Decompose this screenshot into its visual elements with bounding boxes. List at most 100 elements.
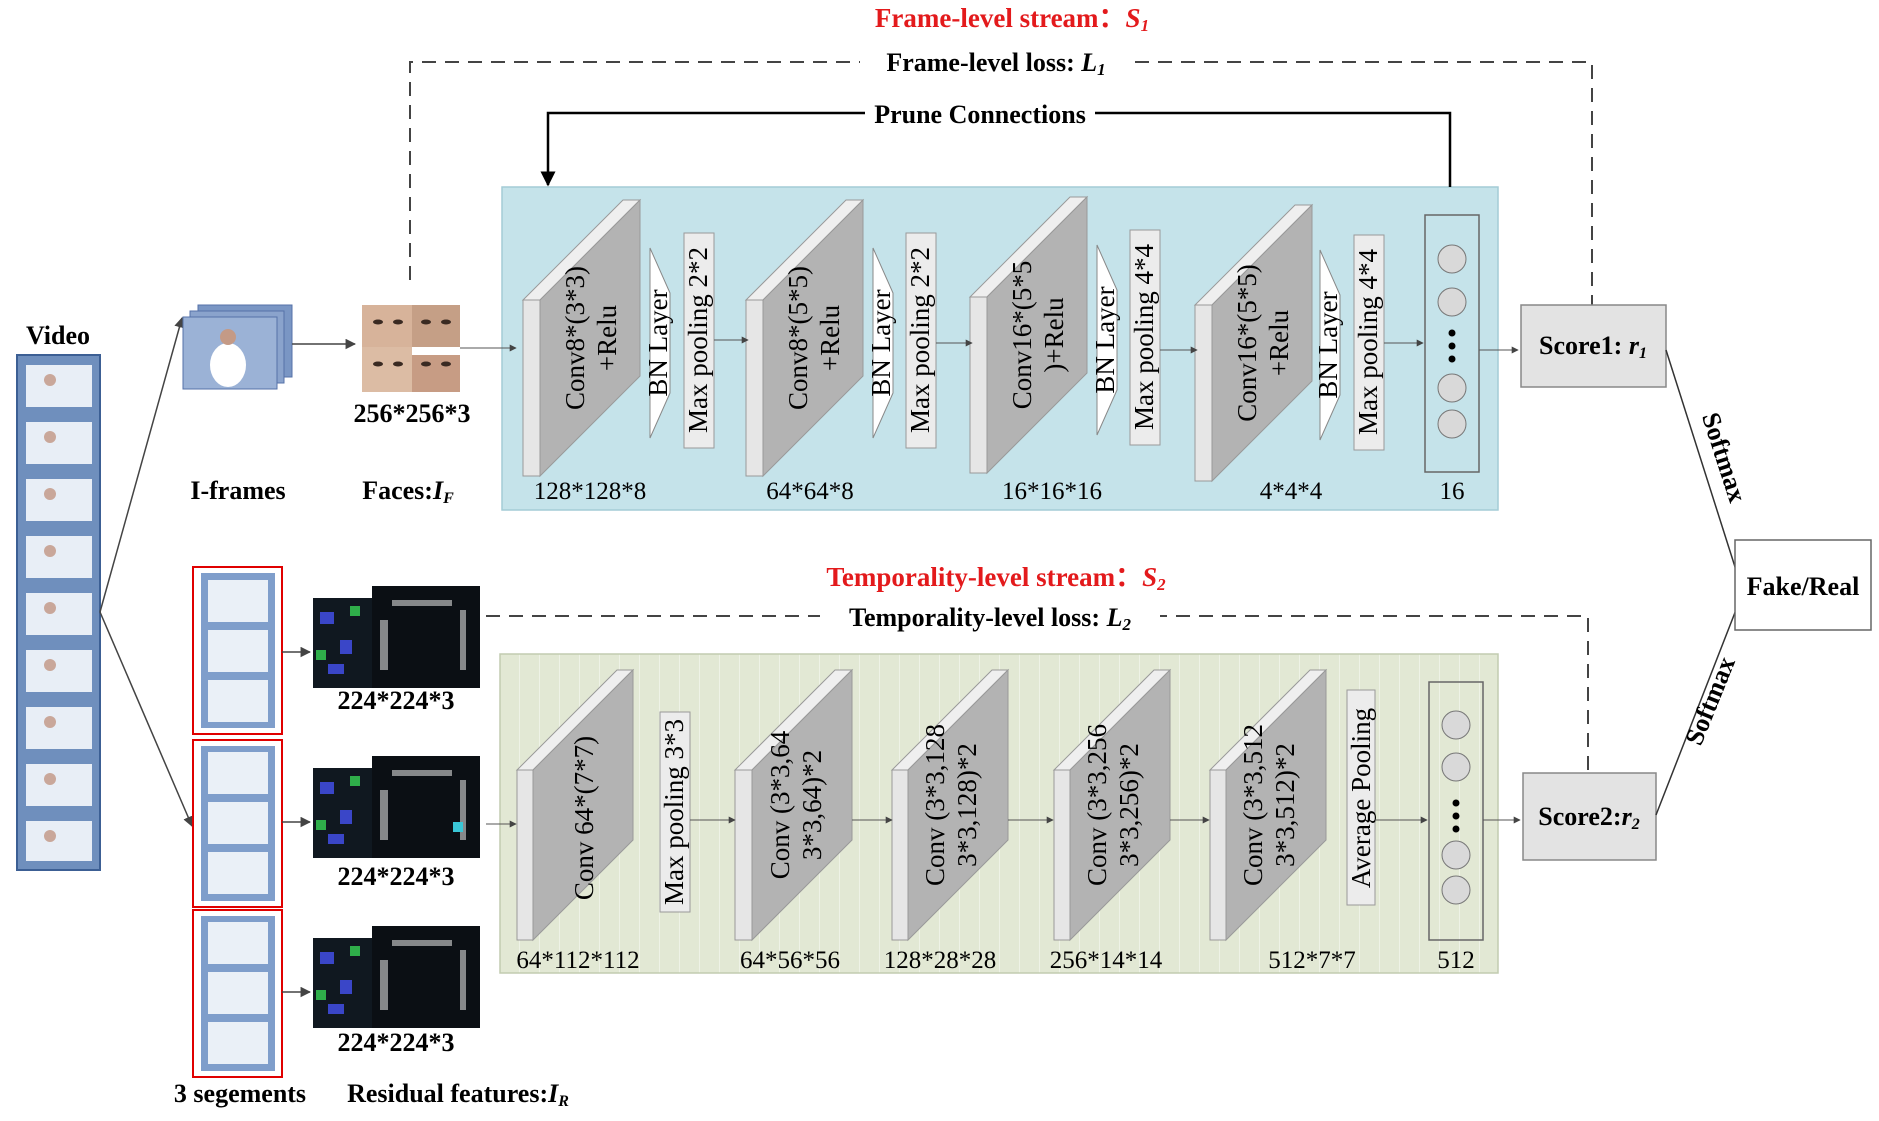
temporal-conv-1-label: Conv 64*(7*7) bbox=[569, 736, 599, 900]
frame-neuron-4 bbox=[1437, 409, 1467, 439]
temporal-res-2-dim: 128*28*28 bbox=[884, 947, 997, 974]
frame-pool-2-label: Max pooling 2*2 bbox=[905, 247, 935, 433]
temporal-avgpool bbox=[1346, 689, 1376, 906]
segment-1 bbox=[192, 566, 283, 735]
residual-image-3 bbox=[313, 926, 480, 1028]
segment-2 bbox=[192, 739, 283, 908]
frame-dim-3: 16*16*16 bbox=[1002, 478, 1102, 505]
frame-conv-block-2 bbox=[744, 198, 865, 478]
frame-pool-1 bbox=[683, 232, 715, 449]
frame-bn-2 bbox=[872, 247, 894, 439]
temporal-neuron-1 bbox=[1441, 710, 1471, 740]
frame-pool-1-label: Max pooling 2*2 bbox=[683, 247, 713, 433]
frame-fc-layer bbox=[1424, 214, 1480, 473]
frame-conv-block-1 bbox=[521, 198, 642, 478]
segments-label: 3 segements bbox=[174, 1079, 306, 1108]
frame-bn-1 bbox=[649, 247, 671, 439]
segment-3 bbox=[192, 909, 283, 1078]
softmax-arrow-2 bbox=[1655, 591, 1745, 816]
prune-connections-label: Prune Connections bbox=[874, 100, 1086, 129]
score1-label: Score1: r1 bbox=[1539, 331, 1647, 362]
frame-dim-4: 4*4*4 bbox=[1260, 478, 1323, 505]
video-filmstrip bbox=[16, 354, 101, 871]
frame-bn-1-label: BN Layer bbox=[643, 289, 673, 396]
temporal-res-block-1 bbox=[733, 668, 854, 942]
temporal-res-block-3 bbox=[1052, 668, 1172, 942]
temporal-res-1-dim: 64*56*56 bbox=[740, 947, 840, 974]
frame-neuron-2 bbox=[1437, 287, 1467, 317]
softmax-label-2: Softmax bbox=[1679, 653, 1741, 750]
frame-fc-dim: 16 bbox=[1440, 478, 1465, 505]
temporal-avgpool-label: Average Pooling bbox=[1346, 708, 1376, 888]
score2-label: Score2:r2 bbox=[1538, 802, 1639, 833]
temporal-fc-layer bbox=[1428, 681, 1484, 941]
temporal-conv-1-dim: 64*112*112 bbox=[516, 947, 639, 974]
frame-neuron-3 bbox=[1437, 373, 1467, 403]
frame-loss-label: Frame-level loss: L1 bbox=[886, 48, 1105, 79]
temporal-maxpool bbox=[659, 711, 691, 913]
temporal-res-1-label: Conv (3*3,643*3,64)*2 bbox=[765, 730, 827, 879]
result-box bbox=[1734, 539, 1872, 631]
temporal-res-3-dim: 256*14*14 bbox=[1050, 947, 1163, 974]
frame-bn-4-label: BN Layer bbox=[1313, 291, 1343, 398]
residual-dim-2: 224*224*3 bbox=[338, 862, 455, 891]
frame-bn-3 bbox=[1096, 244, 1118, 436]
residual-label: Residual features:IR bbox=[347, 1079, 569, 1110]
temporal-conv-1 bbox=[515, 668, 635, 942]
faces-dim: 256*256*3 bbox=[354, 399, 471, 428]
temporal-res-3-label: Conv (3*3,2563*3,256)*2 bbox=[1082, 724, 1144, 886]
frame-pool-2 bbox=[905, 232, 937, 449]
result-label: Fake/Real bbox=[1747, 572, 1860, 601]
frame-conv-1-label: Conv8*(3*3)+Relu bbox=[560, 266, 622, 410]
temporal-loss-path bbox=[486, 615, 1589, 773]
frame-conv-2-label: Conv8*(5*5)+Relu bbox=[783, 266, 845, 410]
temporal-res-block-4 bbox=[1208, 668, 1328, 942]
frame-ellipsis-1 bbox=[1448, 329, 1456, 337]
temporal-res-block-2 bbox=[890, 668, 1010, 942]
residual-image-2 bbox=[313, 756, 480, 858]
residual-dim-3: 224*224*3 bbox=[338, 1028, 455, 1057]
temporal-ellipsis-2 bbox=[1452, 812, 1460, 820]
frame-flow-arrows bbox=[458, 336, 1519, 354]
frame-pool-4 bbox=[1353, 234, 1385, 451]
iframes-image bbox=[182, 304, 293, 390]
softmax-label-1: Softmax bbox=[1696, 409, 1752, 506]
frame-conv-4-label: Conv16*(5*5)+Relu bbox=[1232, 264, 1294, 422]
frame-dim-2: 64*64*8 bbox=[766, 478, 854, 505]
frame-dim-1: 128*128*8 bbox=[534, 478, 647, 505]
video-label: Video bbox=[26, 321, 90, 350]
frame-bn-4 bbox=[1319, 249, 1341, 441]
residual-dim-1: 224*224*3 bbox=[338, 686, 455, 715]
faces-image bbox=[362, 305, 460, 392]
residual-image-1 bbox=[313, 586, 480, 688]
temporal-res-2-label: Conv (3*3,1283*3,128)*2 bbox=[920, 724, 982, 886]
frame-ellipsis-3 bbox=[1448, 355, 1456, 363]
faces-label: Faces:IF bbox=[362, 476, 454, 507]
frame-neuron-1 bbox=[1437, 244, 1467, 274]
temporal-fc-dim: 512 bbox=[1437, 947, 1475, 974]
softmax-arrow-1 bbox=[1665, 349, 1746, 594]
frame-pool-3-label: Max pooling 4*4 bbox=[1129, 244, 1159, 430]
frame-pool-4-label: Max pooling 4*4 bbox=[1353, 249, 1383, 435]
temporal-neuron-3 bbox=[1441, 840, 1471, 870]
temporal-ellipsis-3 bbox=[1452, 825, 1460, 833]
frame-conv-block-4 bbox=[1193, 203, 1314, 483]
temporal-maxpool-label: Max pooling 3*3 bbox=[659, 719, 689, 905]
score1-box bbox=[1520, 304, 1667, 388]
iframes-label: I-frames bbox=[190, 476, 285, 505]
frame-conv-block-3 bbox=[968, 195, 1089, 475]
temporal-res-4-label: Conv (3*3,5123*3,512)*2 bbox=[1238, 724, 1300, 886]
frame-stream-title: Frame-level stream：S1 bbox=[875, 3, 1149, 35]
temporal-ellipsis-1 bbox=[1452, 799, 1460, 807]
frame-ellipsis-2 bbox=[1448, 342, 1456, 350]
frame-bn-3-label: BN Layer bbox=[1090, 286, 1120, 393]
temporal-flow-arrows bbox=[486, 816, 1521, 828]
frame-bn-2-label: BN Layer bbox=[866, 289, 896, 396]
frame-conv-3-label: Conv16*(5*5)+Relu bbox=[1007, 261, 1069, 410]
temporal-res-4-dim: 512*7*7 bbox=[1268, 947, 1356, 974]
score2-box bbox=[1522, 772, 1657, 861]
temporal-neuron-2 bbox=[1441, 752, 1471, 782]
temporal-stream-title: Temporality-level stream：S2 bbox=[826, 562, 1166, 594]
temporal-loss-label: Temporality-level loss: L2 bbox=[849, 603, 1131, 634]
